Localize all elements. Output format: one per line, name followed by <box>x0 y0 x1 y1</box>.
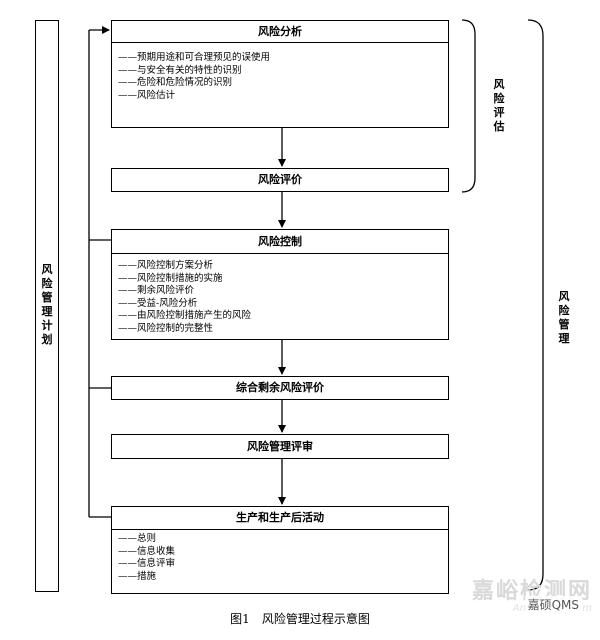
risk-management-review-title: 风险管理评审 <box>247 439 313 453</box>
production-activities-items: ——总则 ——信息收集 ——信息评审 ——措施 <box>112 530 448 583</box>
risk-assessment-label: 风险评估 <box>492 78 506 134</box>
risk-management-bracket <box>527 19 544 591</box>
risk-analysis-item: ——风险估计 <box>118 89 176 101</box>
risk-assessment-text: 风险评估 <box>493 78 505 133</box>
risk-management-plan-bar: 风险管理计划 <box>35 20 59 592</box>
watermark-badge: 嘉硕QMS <box>524 596 582 613</box>
risk-control-item: ——风险控制的完整性 <box>118 322 214 334</box>
risk-control-item: ——剩余风险评价 <box>118 285 195 297</box>
risk-control-item: ——风险控制方案分析 <box>118 260 214 271</box>
risk-management-plan-text: 风险管理计划 <box>41 263 53 346</box>
risk-management-label: 风险管理 <box>557 290 571 346</box>
production-activities-item: ——信息收集 <box>118 545 176 557</box>
overall-residual-risk-box: 综合剩余风险评价 <box>111 376 449 400</box>
risk-control-item: ——风险控制措施的实施 <box>118 272 223 284</box>
risk-evaluation-box: 风险评价 <box>111 168 449 192</box>
risk-control-items: ——风险控制方案分析 ——风险控制措施的实施 ——剩余风险评价 ——受益-风险分… <box>112 254 448 336</box>
figure-caption: 图1 风险管理过程示意图 <box>0 610 600 627</box>
production-activities-item: ——措施 <box>118 570 157 582</box>
risk-management-text: 风险管理 <box>558 290 570 345</box>
production-activities-item: ——总则 <box>118 533 157 544</box>
risk-analysis-title: 风险分析 <box>258 24 302 38</box>
risk-evaluation-title: 风险评价 <box>258 173 302 186</box>
risk-analysis-item: ——危险和危险情况的识别 <box>118 77 233 89</box>
risk-analysis-item: ——与安全有关的特性的识别 <box>118 64 242 76</box>
risk-management-review-box: 风险管理评审 <box>111 434 449 459</box>
risk-management-plan-label: 风险管理计划 <box>40 263 54 347</box>
risk-control-item: ——由风险控制措施产生的风险 <box>118 310 252 322</box>
risk-analysis-box: 风险分析 ——预期用途和可合理预见的误使用 ——与安全有关的特性的识别 ——危险… <box>111 20 449 128</box>
risk-control-box: 风险控制 ——风险控制方案分析 ——风险控制措施的实施 ——剩余风险评价 ——受… <box>111 229 449 340</box>
risk-analysis-item: ——预期用途和可合理预见的误使用 <box>118 52 271 63</box>
overall-residual-risk-title: 综合剩余风险评价 <box>236 381 324 394</box>
risk-assessment-bracket <box>461 19 476 193</box>
figure-title: 风险管理过程示意图 <box>261 612 370 626</box>
production-activities-item: ——信息评审 <box>118 558 176 570</box>
figure-number: 图1 <box>230 612 250 626</box>
production-activities-box: 生产和生产后活动 ——总则 ——信息收集 ——信息评审 ——措施 <box>111 506 449 594</box>
risk-control-title: 风险控制 <box>258 234 302 248</box>
risk-analysis-items: ——预期用途和可合理预见的误使用 ——与安全有关的特性的识别 ——危险和危险情况… <box>112 43 448 102</box>
risk-control-item: ——受益-风险分析 <box>118 297 198 309</box>
production-activities-title: 生产和生产后活动 <box>236 511 324 524</box>
